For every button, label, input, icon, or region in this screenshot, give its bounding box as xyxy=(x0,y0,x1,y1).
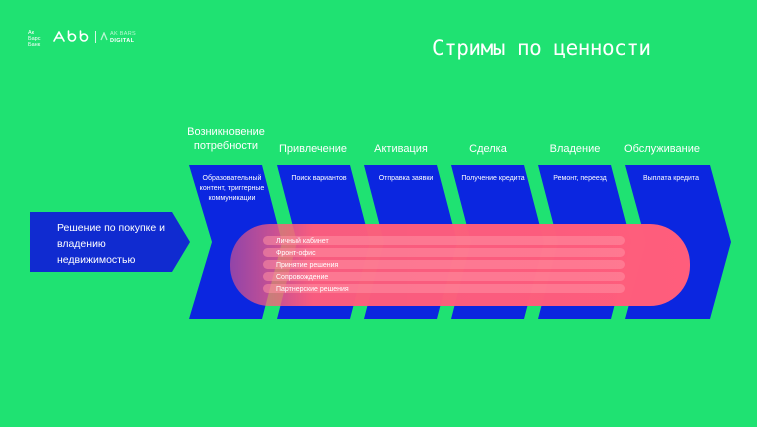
layer-bar-5 xyxy=(263,284,625,293)
stage-label-need: Возникновение потребности xyxy=(187,126,265,152)
stage-box-text-attraction: Поиск вариантов xyxy=(291,175,347,182)
stage-box-text-activation: Отправка заявки xyxy=(378,175,434,182)
logo-separator xyxy=(95,31,96,43)
layer-bar-3 xyxy=(263,260,625,269)
layer-label-1: Личный кабинет xyxy=(276,238,329,245)
digital-logo-icon xyxy=(100,32,108,41)
stage-label-deal: Сделка xyxy=(469,143,507,155)
stage-box-text-service: Выплата кредита xyxy=(643,175,699,182)
stage-box-text-need: Образовательный контент, триггерные комм… xyxy=(199,175,265,202)
layer-bar-4 xyxy=(263,272,625,281)
digital-logo-line1: AK BARS xyxy=(110,31,136,37)
layer-bar-2 xyxy=(263,248,625,257)
stage-label-ownership: Владение xyxy=(549,143,601,155)
layer-label-3: Принятие решения xyxy=(276,262,339,269)
stage-label-attraction: Привлечение xyxy=(278,143,348,155)
layer-label-5: Партнерские решения xyxy=(276,286,349,293)
ak-bars-logo-icon xyxy=(53,30,89,42)
digital-logo-line2: DIGITAL xyxy=(110,38,135,44)
layer-bar-1 xyxy=(263,236,625,245)
stage-label-service: Обслуживание xyxy=(624,143,700,155)
main-arrow-text: Решение по покупке и владению недвижимос… xyxy=(57,222,166,266)
bank-logo-text: Ак Барс Банк xyxy=(28,30,41,48)
stage-label-activation: Активация xyxy=(374,143,428,155)
stage-box-text-ownership: Ремонт, переезд xyxy=(553,175,607,182)
main-arrow-shape xyxy=(30,212,190,272)
layer-label-2: Фронт-офис xyxy=(276,250,316,257)
layer-label-4: Сопровождение xyxy=(276,274,329,281)
page-title: Стримы по ценности xyxy=(432,36,651,60)
stage-box-text-deal: Получение кредита xyxy=(461,175,525,182)
